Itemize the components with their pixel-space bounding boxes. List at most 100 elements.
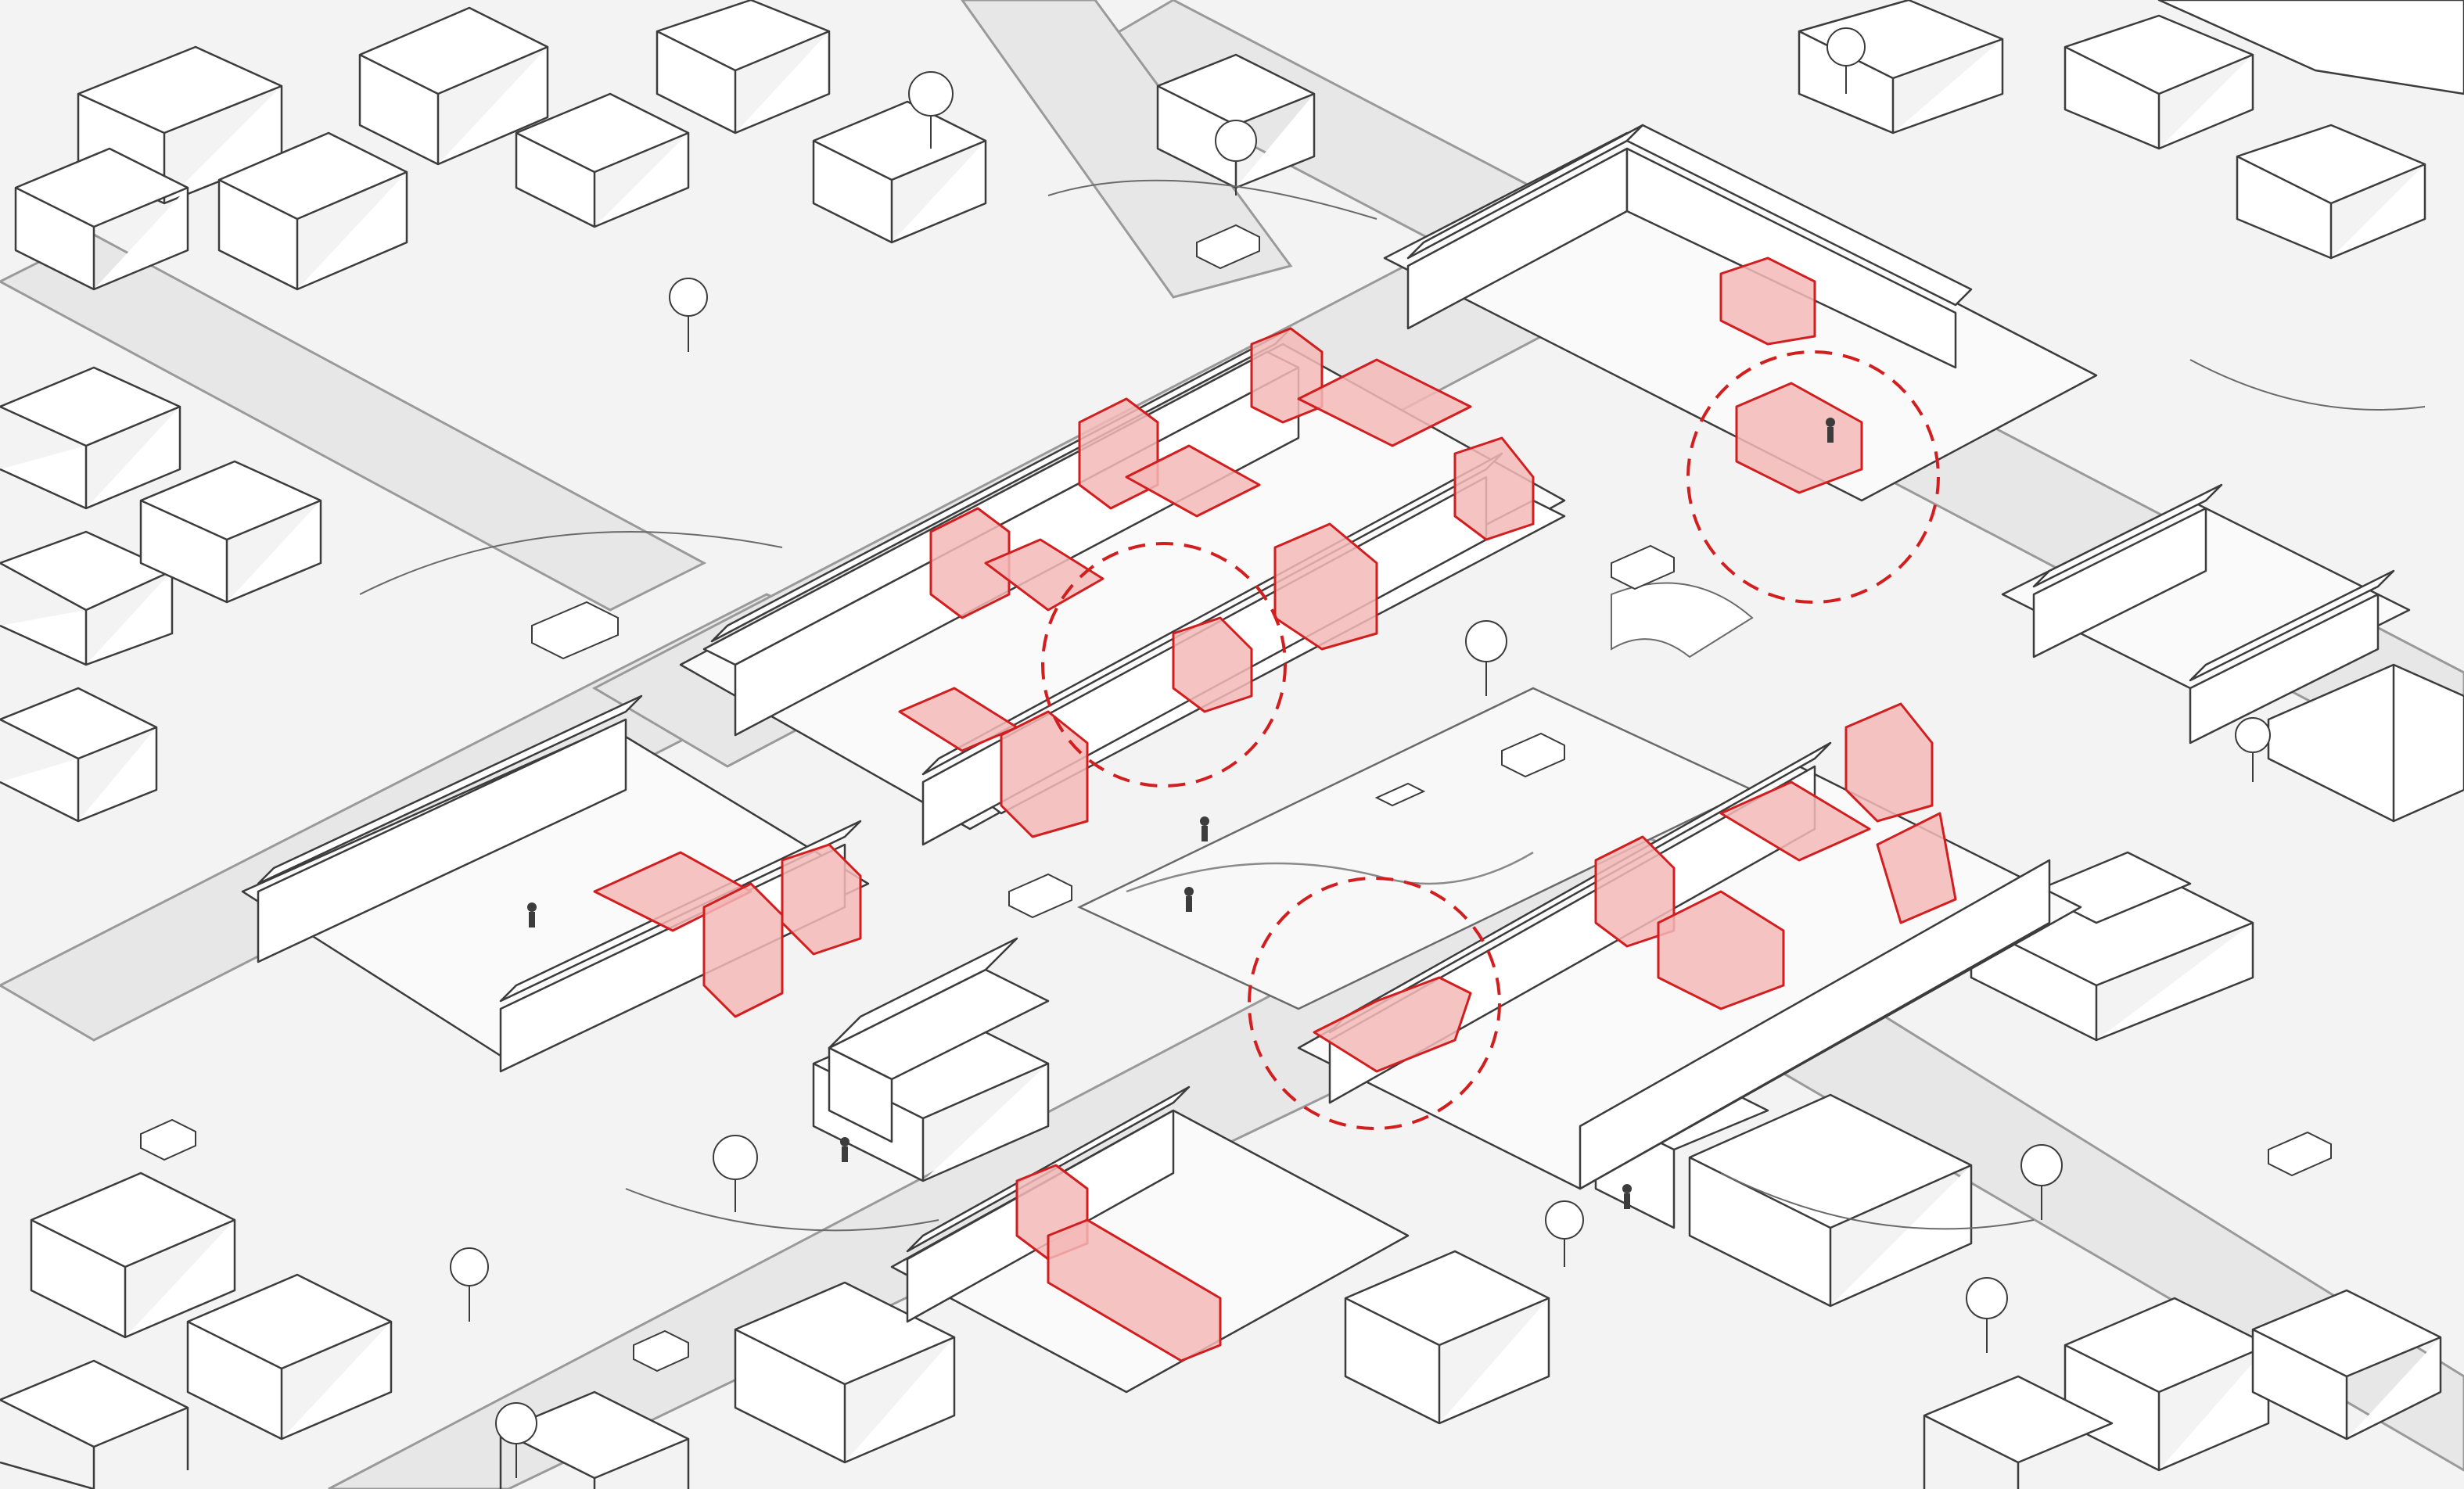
block-base — [241, 726, 870, 1057]
terrain-line — [1047, 179, 1377, 220]
context-building — [656, 0, 831, 135]
terrain-line — [2189, 359, 2426, 411]
person-icon — [1826, 418, 1835, 443]
person-icon — [1200, 816, 1209, 841]
highlighted-unit — [1047, 1218, 1222, 1362]
tree-icon — [713, 1135, 758, 1212]
focus-circles — [1041, 350, 1940, 1130]
park-path — [1126, 851, 1534, 893]
context-building — [14, 147, 189, 291]
tree-icon — [1826, 27, 1866, 94]
tree-icon — [2235, 717, 2271, 782]
park-bench — [1374, 782, 1426, 807]
row-roof-2 — [2189, 569, 2395, 682]
context-building — [186, 1273, 393, 1441]
row-roof — [257, 694, 643, 885]
terrain-lines — [359, 179, 2426, 1232]
tree-icon — [450, 1247, 489, 1322]
car-icon — [1008, 873, 1072, 919]
tree-icon — [1215, 120, 1257, 196]
tree-icon — [669, 278, 708, 352]
row-roof — [2032, 483, 2223, 588]
car-icon — [140, 1118, 196, 1161]
context-building — [139, 460, 322, 604]
highlighted-unit — [702, 882, 784, 1018]
person-icon — [840, 1137, 849, 1162]
car-icon — [633, 1329, 689, 1372]
row-facade-2 — [1579, 859, 2051, 1190]
highlighted-unit — [1250, 327, 1324, 424]
context-building — [499, 1390, 690, 1489]
row-facade — [2032, 507, 2207, 658]
vehicles — [140, 224, 2332, 1372]
highlighted-unit — [1297, 358, 1472, 447]
highlighted-unit — [1657, 890, 1785, 1010]
tree-icon — [495, 1402, 537, 1478]
building-roof — [828, 937, 1018, 1049]
building-side — [828, 1046, 893, 1143]
context-building — [2267, 663, 2464, 823]
highlighted-unit — [1735, 382, 1863, 494]
terrain-line — [1720, 1172, 2035, 1230]
highlighted-unit — [929, 507, 1011, 619]
tree-icon — [1545, 1200, 1584, 1267]
car-icon — [1501, 732, 1565, 778]
context-building — [1344, 1250, 1550, 1425]
road-north — [961, 0, 1293, 299]
housing-block-west — [241, 694, 870, 1073]
context-building — [2157, 0, 2464, 95]
focus-circle-north-east — [1686, 350, 1940, 604]
context-building — [30, 1171, 236, 1339]
focus-circle-south-east — [1248, 877, 1501, 1130]
context-building — [734, 1281, 956, 1464]
tree-icon — [908, 71, 954, 149]
context-building — [2064, 14, 2254, 150]
people — [527, 418, 1835, 1209]
highlighted-unit — [984, 538, 1104, 612]
context-building — [1923, 1375, 2114, 1489]
tree-icon — [1465, 620, 1507, 696]
housing-block-far-east — [2001, 483, 2411, 744]
community-building — [828, 937, 1050, 1143]
highlighted-unit — [1876, 812, 1957, 924]
highlighted-unit — [1719, 257, 1816, 346]
terrain-line — [625, 1188, 939, 1232]
context-building — [812, 100, 987, 244]
context-building — [1688, 1093, 1973, 1308]
context-building — [0, 1359, 189, 1489]
highlighted-units — [593, 257, 1957, 1362]
context-building — [358, 6, 549, 166]
row-facade-2 — [2189, 593, 2380, 744]
car-icon — [1196, 224, 1260, 270]
context-building — [515, 92, 690, 228]
context-building — [217, 131, 408, 291]
row-facade — [257, 718, 627, 963]
highlighted-unit — [1453, 436, 1535, 541]
highlighted-unit — [1172, 616, 1253, 713]
person-icon — [1184, 887, 1194, 912]
row-facade-long — [1625, 147, 1957, 369]
highlighted-unit — [1078, 397, 1159, 510]
highlighted-unit — [1719, 780, 1871, 862]
highlighted-unit — [1000, 710, 1089, 838]
tree-icon — [1966, 1277, 2008, 1353]
terrain-line — [359, 531, 783, 595]
highlighted-unit — [1125, 444, 1261, 518]
highlighted-unit — [781, 843, 862, 956]
person-icon — [1622, 1184, 1632, 1209]
context-building — [2251, 1289, 2442, 1441]
car-icon — [531, 601, 619, 660]
highlighted-unit — [1313, 976, 1472, 1073]
car-icon — [2268, 1131, 2332, 1177]
car-icon — [1611, 544, 1675, 590]
row-roof-long — [1625, 124, 1973, 307]
park-lawn-north — [1611, 582, 1754, 658]
tree-icon — [2020, 1144, 2063, 1220]
focus-circle-north-center — [1041, 542, 1287, 788]
context-building — [0, 687, 158, 823]
person-icon — [527, 902, 537, 927]
context-building — [0, 366, 181, 510]
context-building — [2236, 124, 2426, 260]
